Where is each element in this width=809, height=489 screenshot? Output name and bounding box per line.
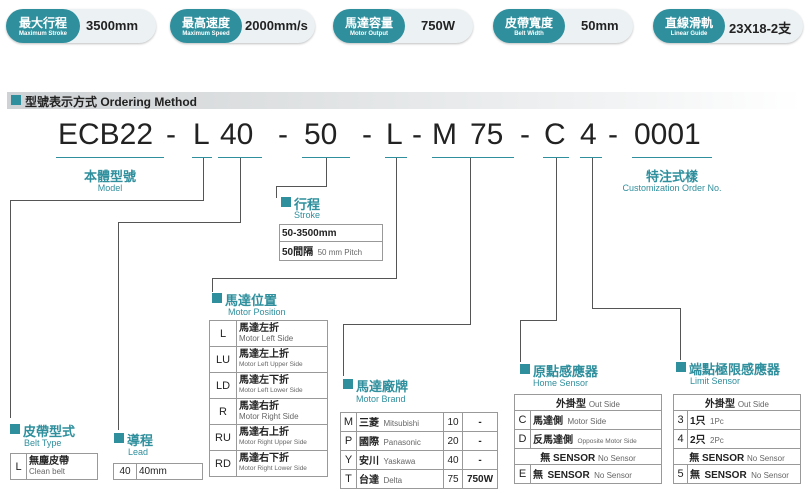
spec-value: 2000mm/s xyxy=(245,18,308,33)
code-dash: - xyxy=(520,118,530,151)
label-motor-brand-cn: 馬達廠牌 xyxy=(356,379,409,394)
connector-line xyxy=(326,158,327,186)
code-motor-output: 75 xyxy=(470,118,504,151)
label-model-en: Model xyxy=(97,183,123,193)
label-marker-icon xyxy=(520,364,530,374)
spec-value: 23X18-2支 xyxy=(729,21,792,36)
label-stroke-en: Stroke xyxy=(294,210,321,220)
connector-line xyxy=(212,278,397,279)
code-dash: - xyxy=(608,118,618,151)
code-dash: - xyxy=(362,118,372,151)
code-dash: - xyxy=(166,118,176,151)
spec-value: 50mm xyxy=(581,18,619,33)
section-marker-icon xyxy=(11,95,21,105)
label-home-sensor-en: Home Sensor xyxy=(533,378,589,388)
underline-stroke xyxy=(302,157,350,158)
underline-belt xyxy=(192,157,212,158)
label-lead-en: Lead xyxy=(128,447,149,457)
connector-line xyxy=(276,186,277,198)
connector-line xyxy=(396,158,397,278)
connector-line xyxy=(556,158,557,320)
connector-line xyxy=(343,324,471,325)
connector-line xyxy=(592,158,593,308)
connector-line xyxy=(118,222,119,430)
underline-lead xyxy=(218,157,262,158)
code-motor-position: L xyxy=(386,118,403,151)
connector-line xyxy=(592,308,680,309)
connector-line xyxy=(520,320,521,362)
connector-line xyxy=(203,158,204,200)
connector-line xyxy=(10,200,11,418)
connector-line xyxy=(470,158,471,324)
underline-home xyxy=(543,157,569,158)
underline-motor-position xyxy=(385,157,407,158)
connector-line xyxy=(212,278,213,292)
connector-line xyxy=(343,324,344,376)
code-motor-brand: M xyxy=(432,118,457,151)
code-dash: - xyxy=(412,118,422,151)
label-model-cn: 本體型號 xyxy=(83,169,136,184)
spec-pill: 最大行程 Maximum Stroke xyxy=(6,9,80,43)
code-model: ECB22 xyxy=(58,118,154,151)
label-motor-position-cn: 馬達位置 xyxy=(225,293,278,308)
label-marker-icon xyxy=(343,379,353,389)
spec-badge-max-speed: 最高速度 Maximum Speed 2000mm/s xyxy=(170,9,315,43)
underline-custom xyxy=(632,157,712,158)
label-custom-cn: 特注式樣 xyxy=(645,169,698,184)
code-home-sensor: C xyxy=(544,118,566,151)
connector-line xyxy=(520,320,557,321)
code-stroke: 50 xyxy=(304,118,338,151)
stroke-range: 50-3500mm xyxy=(279,224,383,242)
code-dash: - xyxy=(278,118,288,151)
spec-badge-max-stroke: 最大行程 Maximum Stroke 3500mm xyxy=(6,9,156,43)
section-title: 型號表示方式 Ordering Method xyxy=(25,95,197,109)
spec-pill: 直線滑軌 Linear Guide xyxy=(653,9,725,43)
connector-line xyxy=(276,186,327,187)
connector-line xyxy=(10,200,204,201)
label-limit-sensor-cn: 端點極限感應器 xyxy=(689,362,781,377)
label-belt-type-en: Belt Type xyxy=(24,438,62,448)
label-marker-icon xyxy=(10,424,20,434)
label-custom-en: Customization Order No. xyxy=(622,183,722,193)
label-belt-type-cn: 皮帶型式 xyxy=(23,424,76,439)
label-limit-sensor-en: Limit Sensor xyxy=(690,376,741,386)
code-custom: 0001 xyxy=(634,118,701,151)
label-marker-icon xyxy=(281,197,291,207)
stroke-table: 50-3500mm 50間隔 50 mm Pitch xyxy=(279,224,383,261)
label-marker-icon xyxy=(114,433,124,443)
spec-pill: 皮帶寬度 Belt Width xyxy=(493,9,565,43)
section-header-bar xyxy=(7,92,802,109)
label-home-sensor-cn: 原點感應器 xyxy=(533,364,599,379)
code-belt: L xyxy=(193,118,210,151)
underline-limit xyxy=(580,157,602,158)
underline-model xyxy=(56,157,164,158)
spec-value: 3500mm xyxy=(86,18,139,33)
spec-pill: 最高速度 Maximum Speed xyxy=(170,9,242,43)
label-stroke-cn: 行程 xyxy=(294,197,321,212)
spec-badge-linear-guide: 直線滑軌 Linear Guide 23X18-2支 xyxy=(653,9,803,43)
code-limit-sensor: 4 xyxy=(580,118,597,151)
label-lead-cn: 導程 xyxy=(127,433,154,448)
spec-badge-belt-width: 皮帶寬度 Belt Width 50mm xyxy=(493,9,633,43)
label-marker-icon xyxy=(212,293,222,303)
label-marker-icon xyxy=(676,362,686,372)
connector-line xyxy=(118,222,241,223)
label-motor-brand-en: Motor Brand xyxy=(356,394,406,404)
spec-badge-motor-output: 馬達容量 Motor Output 750W xyxy=(333,9,473,43)
code-lead: 40 xyxy=(220,118,254,151)
underline-motor-brand xyxy=(432,157,514,158)
stroke-pitch: 50間隔 50 mm Pitch xyxy=(279,241,383,261)
connector-line xyxy=(240,158,241,222)
spec-pill: 馬達容量 Motor Output xyxy=(333,9,405,43)
spec-value: 750W xyxy=(421,18,455,33)
label-motor-position-en: Motor Position xyxy=(228,307,286,317)
connector-line xyxy=(680,308,681,360)
